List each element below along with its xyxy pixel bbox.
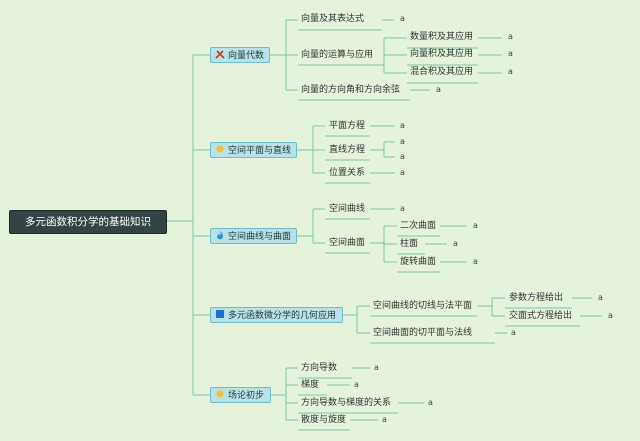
node-note: a <box>382 415 387 424</box>
node-tangent-normal-plane[interactable]: 空间曲线的切线与法平面 <box>373 301 473 311</box>
branch-geometric-applications[interactable]: 多元函数微分学的几何应用 <box>210 307 343 323</box>
node-tangent-plane-normal-line[interactable]: 空间曲面的切平面与法线 <box>373 328 473 338</box>
node-note: a <box>473 221 478 230</box>
node-quadric-surface[interactable]: 二次曲面 <box>400 221 437 231</box>
node-note: a <box>374 363 379 372</box>
node-note: a <box>473 257 478 266</box>
branch-field-theory[interactable]: 场论初步 <box>210 387 271 403</box>
node-space-curve[interactable]: 空间曲线 <box>329 204 366 214</box>
node-divergence-curl[interactable]: 散度与旋度 <box>301 415 347 425</box>
node-vector-operations[interactable]: 向量的运算与应用 <box>301 50 374 60</box>
node-note: a <box>453 239 458 248</box>
node-space-surface[interactable]: 空间曲面 <box>329 238 366 248</box>
sun-icon <box>216 390 224 398</box>
branch-label: 多元函数微分学的几何应用 <box>228 311 337 321</box>
node-note: a <box>436 85 441 94</box>
node-dot-product[interactable]: 数量积及其应用 <box>410 32 474 42</box>
branch-label: 向量代数 <box>228 51 265 61</box>
node-cylinder[interactable]: 柱面 <box>400 239 419 249</box>
node-gradient[interactable]: 梯度 <box>301 380 320 390</box>
node-directional-derivative[interactable]: 方向导数 <box>301 363 338 373</box>
node-note: a <box>508 67 513 76</box>
node-note: a <box>354 380 359 389</box>
node-note: a <box>400 14 405 23</box>
node-cross-product[interactable]: 向量积及其应用 <box>410 49 474 59</box>
node-note: a <box>400 204 405 213</box>
branch-vector-algebra[interactable]: 向量代数 <box>210 47 270 63</box>
tools-icon <box>215 50 225 59</box>
node-vector-expression[interactable]: 向量及其表达式 <box>301 14 365 24</box>
node-position-relation[interactable]: 位置关系 <box>329 168 366 178</box>
node-intersection-given[interactable]: 交面式方程给出 <box>509 311 573 321</box>
sun-icon <box>216 145 224 153</box>
node-note: a <box>428 398 433 407</box>
node-parametric-given[interactable]: 参数方程给出 <box>509 293 564 303</box>
node-note: a <box>400 121 405 130</box>
node-line-equation[interactable]: 直线方程 <box>329 145 366 155</box>
flag-icon <box>216 310 224 318</box>
node-derivative-gradient-relation[interactable]: 方向导数与梯度的关系 <box>301 398 392 408</box>
flame-icon <box>217 230 223 240</box>
node-plane-equation[interactable]: 平面方程 <box>329 121 366 131</box>
root-topic[interactable]: 多元函数积分学的基础知识 <box>9 210 167 234</box>
branch-curves-and-surfaces[interactable]: 空间曲线与曲面 <box>210 228 297 244</box>
node-note: a <box>598 293 603 302</box>
node-note: a <box>508 32 513 41</box>
node-revolution-surface[interactable]: 旋转曲面 <box>400 257 437 267</box>
branch-label: 空间平面与直线 <box>228 146 292 156</box>
node-note: a <box>608 311 613 320</box>
node-note: a <box>400 152 405 161</box>
node-note: a <box>400 168 405 177</box>
branch-plane-and-line[interactable]: 空间平面与直线 <box>210 142 297 158</box>
branch-label: 空间曲线与曲面 <box>228 232 292 242</box>
branch-label: 场论初步 <box>228 391 265 401</box>
node-direction-cosines[interactable]: 向量的方向角和方向余弦 <box>301 85 401 95</box>
node-mixed-product[interactable]: 混合积及其应用 <box>410 67 474 77</box>
node-note: a <box>400 137 405 146</box>
node-note: a <box>511 328 516 337</box>
node-note: a <box>508 49 513 58</box>
